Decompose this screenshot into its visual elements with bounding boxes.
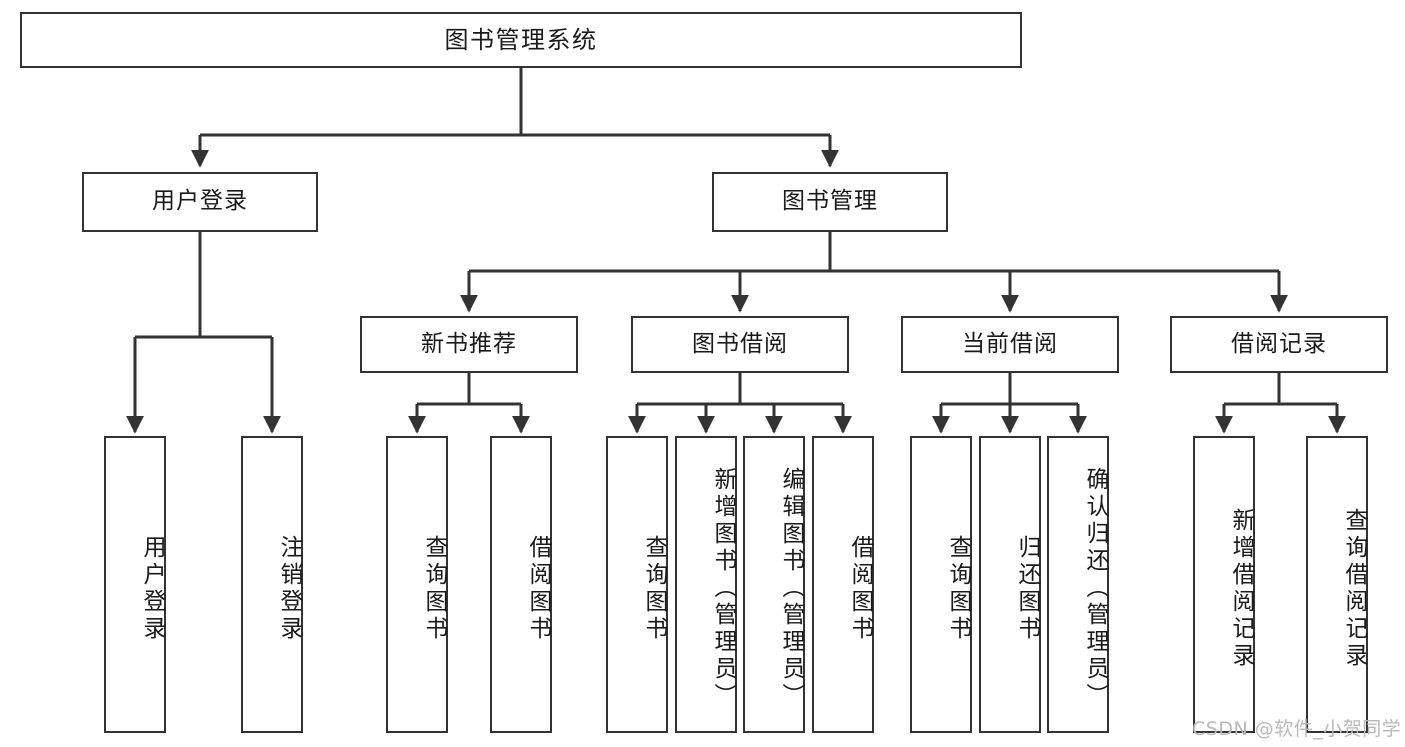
node-user-login[interactable]: 用户登录 — [82, 172, 318, 232]
leaf-current-confirm-return[interactable]: 确认归还（管理员） — [1047, 436, 1109, 733]
node-current-borrow-label: 当前借阅 — [962, 330, 1058, 357]
leaf-borrow-borrow-book[interactable]: 借阅图书 — [812, 436, 874, 733]
leaf-label: 注销登录 — [276, 534, 302, 643]
leaf-label: 借阅图书 — [847, 534, 873, 643]
leaf-label: 确认归还（管理员） — [1082, 467, 1108, 710]
node-new-book-recommend[interactable]: 新书推荐 — [360, 316, 578, 373]
node-current-borrow[interactable]: 当前借阅 — [901, 316, 1119, 373]
node-root-system-label: 图书管理系统 — [444, 25, 598, 54]
leaf-label: 查询图书 — [945, 534, 971, 643]
leaf-current-query-book[interactable]: 查询图书 — [910, 436, 972, 733]
leaf-user-login-signout[interactable]: 注销登录 — [241, 436, 303, 733]
leaf-label: 查询图书 — [641, 534, 667, 643]
leaf-label: 用户登录 — [139, 534, 165, 643]
leaf-borrow-add-book[interactable]: 新增图书（管理员） — [675, 436, 737, 733]
leaf-new-book-query[interactable]: 查询图书 — [386, 436, 448, 733]
leaf-label: 查询图书 — [421, 534, 447, 643]
node-borrow-record-label: 借阅记录 — [1231, 330, 1327, 357]
node-root-system[interactable]: 图书管理系统 — [20, 12, 1022, 68]
node-borrow-record[interactable]: 借阅记录 — [1170, 316, 1388, 373]
leaf-label: 查询借阅记录 — [1341, 507, 1367, 670]
node-book-borrow[interactable]: 图书借阅 — [631, 316, 849, 373]
leaf-borrow-edit-book[interactable]: 编辑图书（管理员） — [743, 436, 805, 733]
node-book-borrow-label: 图书借阅 — [692, 330, 788, 357]
leaf-record-query[interactable]: 查询借阅记录 — [1306, 436, 1368, 733]
leaf-label: 编辑图书（管理员） — [778, 467, 804, 710]
leaf-label: 新增借阅记录 — [1228, 507, 1254, 670]
leaf-label: 归还图书 — [1014, 534, 1040, 643]
leaf-record-add[interactable]: 新增借阅记录 — [1193, 436, 1255, 733]
node-book-management[interactable]: 图书管理 — [712, 172, 948, 232]
leaf-borrow-query-book[interactable]: 查询图书 — [606, 436, 668, 733]
leaf-current-return-book[interactable]: 归还图书 — [979, 436, 1041, 733]
node-book-management-label: 图书管理 — [782, 188, 878, 215]
node-new-book-recommend-label: 新书推荐 — [421, 330, 517, 357]
leaf-label: 借阅图书 — [525, 534, 551, 643]
leaf-user-login-signin[interactable]: 用户登录 — [104, 436, 166, 733]
leaf-label: 新增图书（管理员） — [710, 467, 736, 710]
node-user-login-label: 用户登录 — [152, 188, 248, 215]
leaf-new-book-borrow[interactable]: 借阅图书 — [490, 436, 552, 733]
